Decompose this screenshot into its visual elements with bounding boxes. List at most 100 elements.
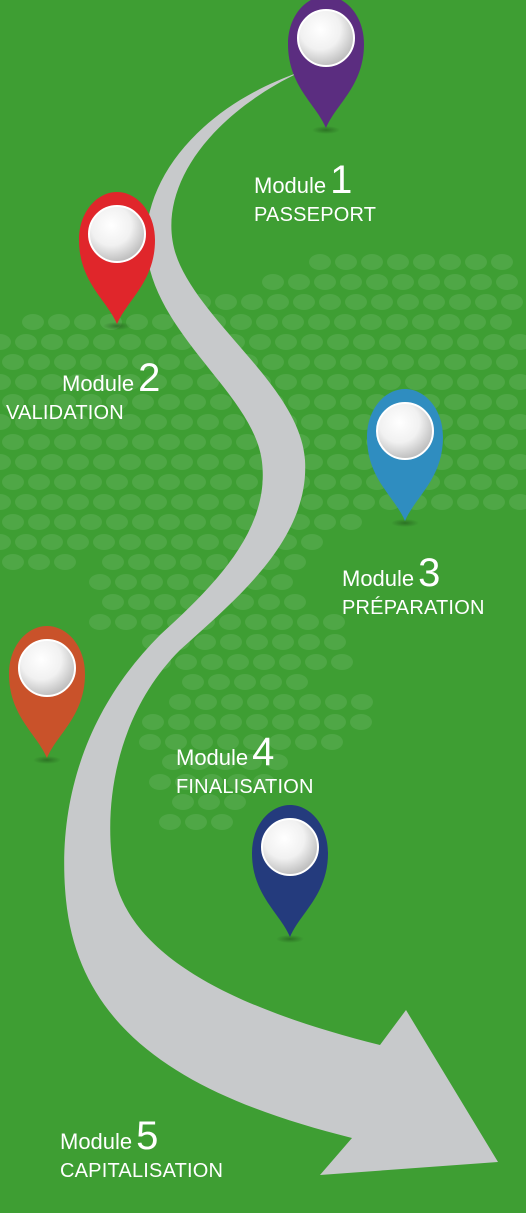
map-dot	[298, 714, 320, 730]
map-dot	[141, 614, 163, 630]
map-dot	[194, 634, 216, 650]
map-dot	[195, 694, 217, 710]
map-dot	[301, 494, 323, 510]
map-pin-icon	[288, 0, 364, 134]
map-dot	[93, 414, 115, 430]
map-dot	[2, 514, 24, 530]
map-dot	[171, 494, 193, 510]
map-dot	[197, 454, 219, 470]
map-dot	[418, 354, 440, 370]
map-dot	[366, 354, 388, 370]
map-dot	[327, 374, 349, 390]
module-number: 5	[136, 1114, 159, 1158]
map-dot	[223, 414, 245, 430]
map-dot	[41, 454, 63, 470]
map-dot	[236, 434, 258, 450]
map-dot	[2, 474, 24, 490]
map-pin-icon	[367, 389, 443, 527]
map-dot	[172, 794, 194, 810]
map-dot	[223, 494, 245, 510]
map-dot	[158, 394, 180, 410]
map-dot	[247, 694, 269, 710]
map-dot	[397, 294, 419, 310]
map-dot	[319, 294, 341, 310]
map-dot	[301, 374, 323, 390]
map-dot	[28, 354, 50, 370]
map-dot	[67, 374, 89, 390]
map-dot	[128, 594, 150, 610]
map-dot	[15, 534, 37, 550]
map-dot	[208, 674, 230, 690]
map-dot	[295, 734, 317, 750]
map-dot	[80, 474, 102, 490]
map-dot	[193, 574, 215, 590]
map-dot	[152, 314, 174, 330]
map-dot	[221, 694, 243, 710]
map-dot	[159, 814, 181, 830]
map-dot	[158, 514, 180, 530]
map-dot	[444, 394, 466, 410]
map-dot	[353, 334, 375, 350]
map-dot	[145, 334, 167, 350]
map-dot	[314, 394, 336, 410]
map-dot	[41, 334, 63, 350]
map-dot	[194, 714, 216, 730]
map-dot	[188, 754, 210, 770]
module-word: Module	[176, 745, 249, 770]
map-dot	[171, 534, 193, 550]
map-dot	[28, 474, 50, 490]
map-dot	[314, 474, 336, 490]
map-dot	[243, 734, 265, 750]
map-dot	[184, 434, 206, 450]
map-dot	[457, 374, 479, 390]
map-dot	[335, 254, 357, 270]
pin-shadow	[391, 519, 419, 527]
map-dot	[132, 434, 154, 450]
map-dot	[145, 534, 167, 550]
map-dot	[465, 254, 487, 270]
map-dot	[154, 594, 176, 610]
pin-disc	[297, 9, 355, 67]
map-dot	[119, 374, 141, 390]
map-dot	[286, 674, 308, 690]
map-dot	[0, 414, 11, 430]
map-dot	[314, 434, 336, 450]
map-dot	[201, 654, 223, 670]
map-dot	[227, 774, 249, 790]
map-dot	[210, 514, 232, 530]
map-dot	[182, 674, 204, 690]
map-dot	[351, 694, 373, 710]
map-dot	[223, 454, 245, 470]
map-dot	[496, 394, 518, 410]
map-dot	[54, 514, 76, 530]
map-dot	[325, 694, 347, 710]
pin-shadow	[312, 126, 340, 134]
map-dot	[54, 434, 76, 450]
map-dot	[106, 434, 128, 450]
map-dot	[392, 274, 414, 290]
map-dot	[470, 394, 492, 410]
map-dot	[54, 474, 76, 490]
map-dot	[184, 474, 206, 490]
map-dot	[273, 694, 295, 710]
map-dot	[284, 554, 306, 570]
map-dot	[185, 814, 207, 830]
map-dot	[509, 494, 526, 510]
map-dot	[412, 314, 434, 330]
map-dot	[470, 354, 492, 370]
map-dot	[67, 534, 89, 550]
map-dot	[444, 474, 466, 490]
map-dot	[0, 494, 11, 510]
map-dot	[197, 494, 219, 510]
map-dot	[470, 474, 492, 490]
map-dot	[353, 494, 375, 510]
map-dot	[366, 274, 388, 290]
module-name: CAPITALISATION	[60, 1160, 224, 1182]
map-dot	[345, 294, 367, 310]
map-dot	[67, 334, 89, 350]
